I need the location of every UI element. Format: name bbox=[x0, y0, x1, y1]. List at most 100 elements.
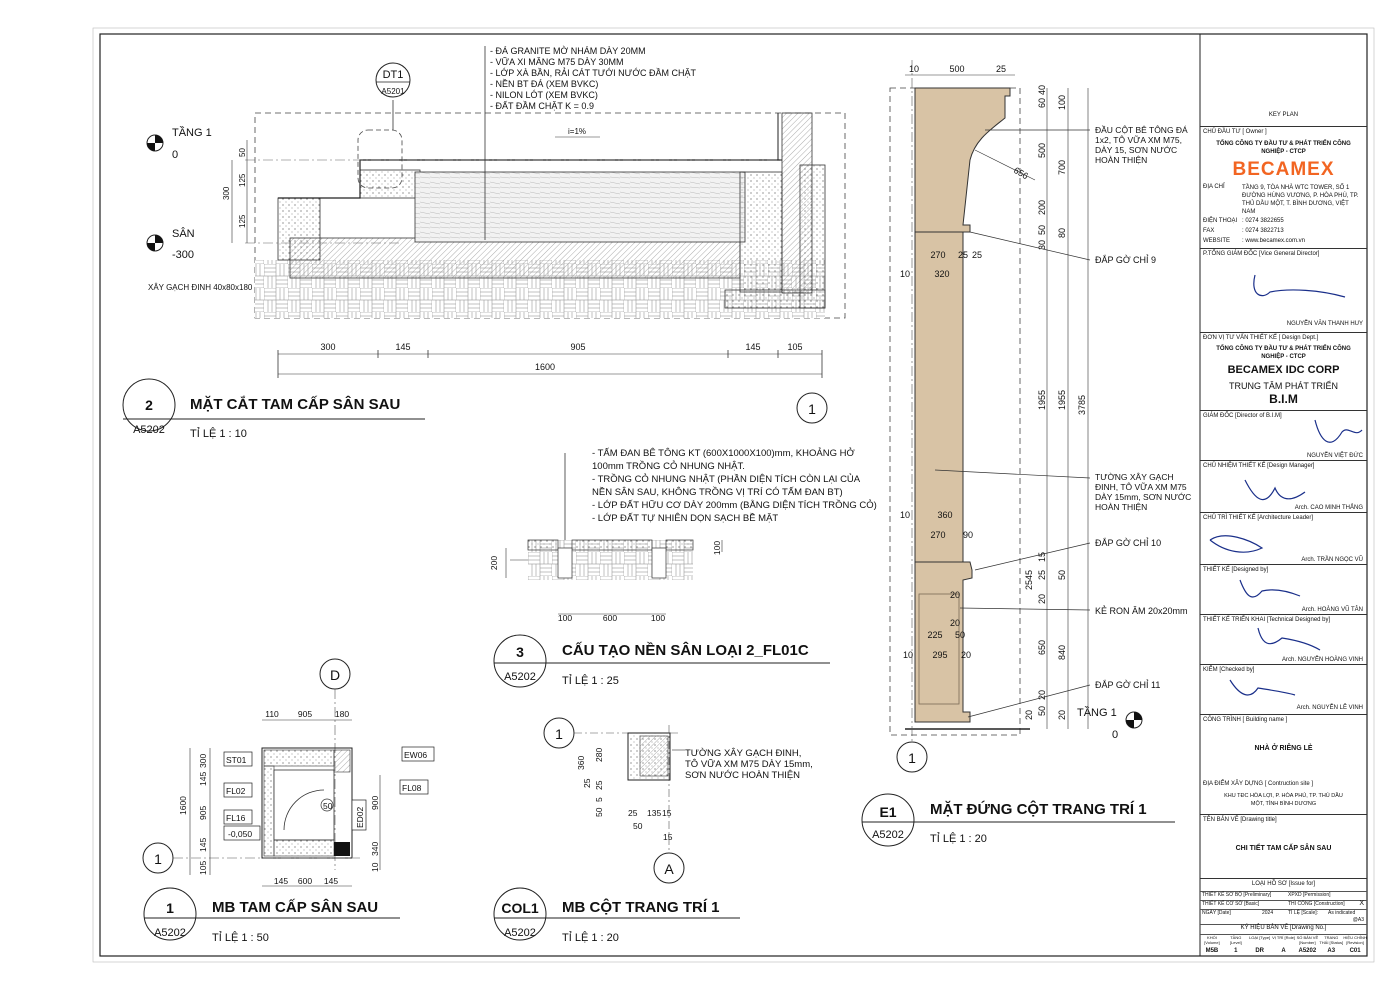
leader-name: Arch. TRẦN NGỌC VŨ bbox=[1301, 557, 1363, 563]
dim-text: 50 bbox=[633, 821, 643, 831]
dim-text: 20 bbox=[1024, 710, 1034, 720]
level-marker-tang1: TẦNG 1 0 bbox=[146, 126, 212, 161]
dim-text: 25 bbox=[1037, 570, 1047, 580]
dim-text: 50 bbox=[1037, 706, 1047, 716]
dim-text: 320 bbox=[934, 269, 949, 279]
tag-label: ED02 bbox=[355, 806, 365, 828]
building-name: NHÀ Ở RIÊNG LẺ bbox=[1254, 745, 1313, 752]
grid-bubble: 1 bbox=[808, 401, 816, 417]
label-line: DÀY 15, SƠN NƯỚC bbox=[1095, 145, 1177, 155]
tech-name: Arch. NGUYỄN HOÀNG VINH bbox=[1281, 657, 1363, 663]
dim-text: 15 bbox=[1037, 552, 1047, 562]
dim-text: 700 bbox=[1057, 160, 1067, 175]
dim-text: 20 bbox=[1037, 594, 1047, 604]
detail-title: CẤU TẠO NỀN SÂN LOẠI 2_FL01C bbox=[562, 641, 809, 659]
code-value: A3 bbox=[1327, 948, 1336, 954]
label-line: TƯỜNG XÂY GẠCH bbox=[1095, 472, 1174, 482]
address-label: ĐỊA CHỈ bbox=[1203, 184, 1225, 190]
label-line: HOÀN THIỆN bbox=[1095, 155, 1147, 165]
detail-ref: A5202 bbox=[504, 927, 536, 939]
note-line: 100mm TRỒNG CỎ NHUNG NHẬT. bbox=[592, 460, 745, 472]
dim-text: 145 bbox=[198, 838, 208, 852]
tag-label: FL16 bbox=[226, 813, 246, 823]
tag-label: FL02 bbox=[226, 786, 246, 796]
dim-text: 360 bbox=[576, 756, 586, 770]
dim-text: 600 bbox=[603, 613, 617, 623]
dim-text: 80 bbox=[1057, 228, 1067, 238]
dim-text: 20 bbox=[1057, 710, 1067, 720]
drawing-no-label: KÝ HIỆU BẢN VẼ [Drawing No.] bbox=[1240, 925, 1327, 931]
dim-text: 650 bbox=[1037, 640, 1047, 655]
detail-number: 3 bbox=[516, 644, 524, 660]
code-header: HIỆU CHỈNH [Revision] bbox=[1343, 935, 1367, 945]
detail-2-section: DT1 A5201 - ĐÁ GRANITE MỜ NHÁM DÀY 20MM … bbox=[122, 46, 846, 440]
key-plan-label: KEY PLAN bbox=[1268, 112, 1299, 118]
detail-number: E1 bbox=[879, 804, 896, 820]
dim-text: 50 bbox=[238, 148, 247, 157]
dim-text: 25 bbox=[628, 808, 638, 818]
detail-scale: TỈ LỆ 1 : 25 bbox=[562, 674, 619, 687]
dim-text: 30 bbox=[1037, 240, 1047, 250]
dim-text: 500 bbox=[949, 64, 964, 74]
dim-text: 270 bbox=[930, 250, 945, 260]
label-line: 1x2, TÔ VỮA XM M75, bbox=[1095, 135, 1182, 145]
date: 2024 bbox=[1262, 910, 1274, 916]
issue-cell: LOẠI HỒ SƠ [Issue for] THIẾT KẾ SƠ BỘ [P… bbox=[1200, 878, 1367, 956]
dim-text: 20 bbox=[950, 618, 960, 628]
note-line: TƯỜNG XÂY GẠCH ĐINH, bbox=[685, 748, 801, 759]
dim-text: 10 bbox=[900, 269, 910, 279]
dim-text: 300 bbox=[320, 342, 335, 352]
dim-text: 200 bbox=[489, 556, 499, 570]
tech-cell: THIẾT KẾ TRIỂN KHAI [Technical Designed … bbox=[1200, 614, 1367, 664]
detail-ref: A5202 bbox=[133, 424, 165, 436]
dim-text: 25 bbox=[972, 250, 982, 260]
level-value: 0 bbox=[1112, 729, 1118, 741]
detail-ref: A5202 bbox=[154, 927, 186, 939]
dim-text: 145 bbox=[198, 772, 208, 786]
tag-label: -0,050 bbox=[228, 829, 252, 839]
dim-text: 1955 bbox=[1037, 390, 1047, 410]
vgd-label: P.TỔNG GIÁM ĐỐC [Vice General Director] bbox=[1203, 251, 1320, 257]
note-line: TÔ VỮA XM M75 DÀY 15mm, bbox=[685, 759, 813, 770]
manager-label: CHỦ NHIỆM THIẾT KẾ [Design Manager] bbox=[1203, 463, 1315, 469]
note-line: - TẤM ĐAN BÊ TÔNG KT (600X1000X100)mm, K… bbox=[592, 447, 855, 459]
label-line: ĐẦU CỘT BÊ TÔNG ĐÁ bbox=[1095, 125, 1188, 135]
dim-total: 1600 bbox=[535, 362, 555, 372]
code-header: LOẠI [Type] bbox=[1249, 935, 1271, 940]
note-line: - LỚP ĐẤT HỮU CƠ DÀY 200mm (BẰNG DIỆN TÍ… bbox=[592, 499, 877, 511]
detail-number: COL1 bbox=[501, 900, 539, 916]
bim-name: B.I.M bbox=[1269, 392, 1298, 406]
dim-text: 40 bbox=[1037, 85, 1047, 95]
callout-label: ĐẮP GỜ CHỈ 11 bbox=[1095, 679, 1160, 690]
issue-option: THI CÔNG [Construction] bbox=[1288, 901, 1345, 907]
checked-label: KIỂM [Checked by] bbox=[1203, 667, 1255, 673]
dim-text: 300 bbox=[222, 186, 231, 200]
vgd-name: NGUYỄN VĂN THANH HUY bbox=[1286, 321, 1363, 327]
dim-text: 280 bbox=[594, 748, 604, 762]
note-line: SƠN NƯỚC HOÀN THIỆN bbox=[685, 770, 800, 781]
level-value: -300 bbox=[172, 249, 194, 261]
manager-cell: CHỦ NHIỆM THIẾT KẾ [Design Manager] Arch… bbox=[1200, 460, 1367, 512]
vgd-cell: P.TỔNG GIÁM ĐỐC [Vice General Director] … bbox=[1200, 248, 1367, 332]
fax: : 0274 3822713 bbox=[1242, 228, 1284, 234]
drawing-title: CHI TIẾT TAM CẤP SÂN SAU bbox=[1235, 845, 1332, 852]
title-label: TÊN BẢN VẼ [Drawing title] bbox=[1203, 817, 1277, 823]
level-name: SÂN bbox=[172, 227, 195, 240]
date-label: NGÀY [Date] bbox=[1202, 910, 1231, 916]
detail-number: 2 bbox=[145, 397, 153, 413]
sheet-border bbox=[99, 33, 1368, 957]
dim-text: 180 bbox=[335, 709, 349, 719]
owner-label: CHỦ ĐẦU TƯ [ Owner ] bbox=[1203, 129, 1267, 135]
label-line: DÀY 15mm, SƠN NƯỚC bbox=[1095, 492, 1191, 502]
sheet-size: @A3 bbox=[1352, 917, 1364, 923]
dim-text: 100 bbox=[558, 613, 572, 623]
owner-name: TỔNG CÔNG TY ĐẦU TƯ & PHÁT TRIỂN CÔNG NG… bbox=[1216, 141, 1351, 155]
dim-text: 145 bbox=[395, 342, 410, 352]
building-cell: CÔNG TRÌNH [ Building name ] NHÀ Ở RIÊNG… bbox=[1200, 714, 1367, 814]
callout-label: ĐẮP GỜ CHỈ 9 bbox=[1095, 254, 1156, 265]
callout-dt1-ref: A5201 bbox=[381, 87, 405, 96]
checked-cell: KIỂM [Checked by] Arch. NGUYỄN LÊ VINH bbox=[1200, 664, 1367, 714]
note-line: - TRỒNG CỎ NHUNG NHẬT (PHẦN DIỆN TÍCH CÒ… bbox=[592, 473, 861, 485]
dim-text: 10 bbox=[903, 650, 913, 660]
